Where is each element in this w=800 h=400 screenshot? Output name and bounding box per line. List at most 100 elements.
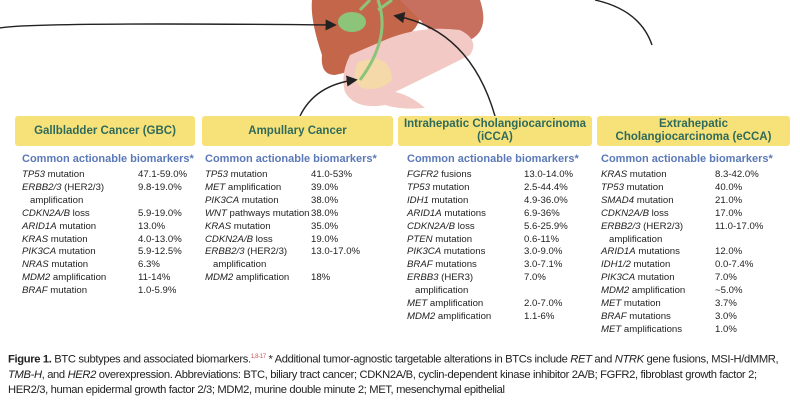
alteration-type: fusions [438,169,472,180]
biomarker-frequency: 1.1-6% [524,310,555,322]
biomarkers-subtitle: Common actionable biomarkers* [407,153,579,165]
biomarker-name: TP53 mutation [601,182,715,195]
biomarker-name: PIK3CA mutations [407,246,524,259]
biomarker-frequency: 6.3% [138,259,160,271]
figure-caption: Figure 1. BTC subtypes and associated bi… [8,350,798,398]
anatomy-illustration [0,0,653,117]
biomarker-frequency: 4.0-13.0% [138,233,182,245]
biomarker-name: FGFR2 fusions [407,169,524,182]
gene-name: KRAS [205,220,232,232]
biomarkers-icca: Common actionable biomarkers* FGFR2 fusio… [407,153,579,324]
biomarker-name: PIK3CA mutation [22,246,138,259]
biomarker-name: CDKN2A/B loss [407,221,524,234]
biomarker-name: PIK3CA mutation [205,195,311,208]
gene-name: TP53 [407,181,430,193]
caption-refs[interactable]: 1,8-17 [250,354,266,360]
alteration-type: amplification [225,181,282,193]
gene-name: BRAF [22,285,48,297]
alteration-type: mutation [429,181,470,193]
biomarker-frequency: 39.0% [311,181,339,193]
alteration-type: mutation [623,181,664,193]
bile-duct-branch [358,0,393,12]
biomarker-name: MDM2 amplification [205,272,311,285]
alteration-type: loss [252,233,273,245]
biomarker-name: PTEN mutation [407,234,524,247]
alteration-type: loss [69,207,90,219]
caption-text: overexpression. Abbreviations: BTC, bili… [8,368,757,396]
alteration-type: mutation [428,194,469,206]
biomarker-name: MET amplification [407,298,524,311]
gene-name: CDKN2A/B [22,207,70,219]
biomarker-name: CDKN2A/B loss [205,234,311,247]
gene-name: NRAS [22,259,49,271]
caption-label: Figure 1. [8,353,52,366]
bile-duct [358,0,384,81]
biomarker-name: KRAS mutation [205,221,311,234]
alteration-type: mutation [56,246,96,258]
arrow-icca [393,12,496,117]
biomarker-name: ERBB3 (HER3) amplification [407,272,524,298]
biomarker-name: ARID1A mutations [601,246,715,259]
caption-text: RET [570,353,592,366]
biomarker-frequency: 7.0% [715,272,737,284]
alteration-type: mutation [227,169,268,180]
header-ecca: Extrahepatic Cholangiocarcinoma (eCCA) [597,116,790,146]
alteration-type: amplification [233,272,290,284]
biomarker-name: ERBB2/3 (HER2/3) amplification [205,246,311,272]
gene-name: ERBB2/3 [22,181,62,193]
biomarker-name: TP53 mutation [205,169,311,182]
biomarker-frequency: 11.0-17.0% [715,220,764,232]
biomarker-frequency: 18% [311,272,331,284]
gene-name: CDKN2A/B [601,207,649,219]
alteration-type: mutation [627,169,667,180]
gene-name: ARID1A [601,246,636,258]
biomarker-name: WNT pathways mutation [205,208,311,221]
biomarker-name: PIK3CA mutation [601,272,715,285]
alteration-type: mutation [44,169,85,180]
alteration-type: (HER2/3) amplification [30,181,105,206]
biomarker-name: BRAF mutation [22,285,138,298]
caption-text: NTRK [614,353,644,366]
gene-name: ARID1A [407,207,442,219]
alteration-type: mutations [432,259,477,271]
alteration-type: loss [454,220,475,232]
gene-name: BRAF [601,310,627,322]
alteration-type: mutation [231,220,271,232]
biomarker-frequency: 3.0-9.0% [524,246,563,258]
biomarkers-gbc: Common actionable biomarkers*TP53 mutati… [22,153,194,298]
gene-name: MDM2 [205,272,234,284]
gene-name: TP53 [205,169,228,180]
gene-name: TP53 [601,181,624,193]
biomarker-name: IDH1 mutation [407,195,524,208]
alteration-type: (HER2/3) amplification [213,246,288,271]
biomarker-frequency: 5.9-12.5% [138,246,182,258]
alteration-type: amplification [427,298,484,310]
gene-name: WNT [205,207,227,219]
alteration-type: amplification [50,272,107,284]
biomarker-frequency: ~5.0% [715,285,743,297]
biomarker-frequency: 0.0-7.4% [715,259,754,271]
caption-lead: BTC subtypes and associated biomarkers. [51,353,251,366]
biomarkers-subtitle: Common actionable biomarkers* [205,153,377,165]
alteration-type: mutation [635,272,675,284]
